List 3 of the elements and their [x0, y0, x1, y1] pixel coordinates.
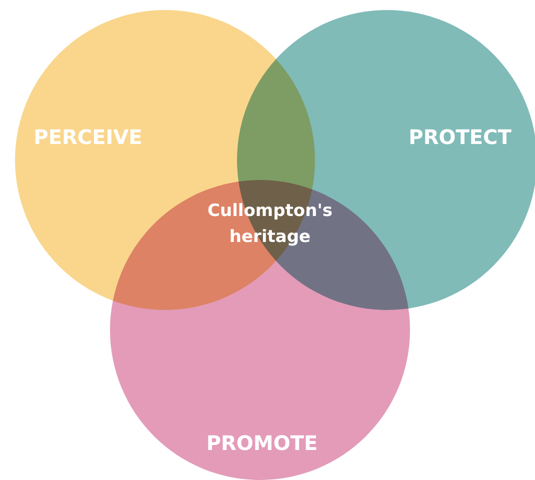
circle-label: PERCEIVE — [34, 125, 142, 149]
circle-label: PROMOTE — [206, 431, 318, 455]
circle-label: PROTECT — [408, 125, 512, 149]
